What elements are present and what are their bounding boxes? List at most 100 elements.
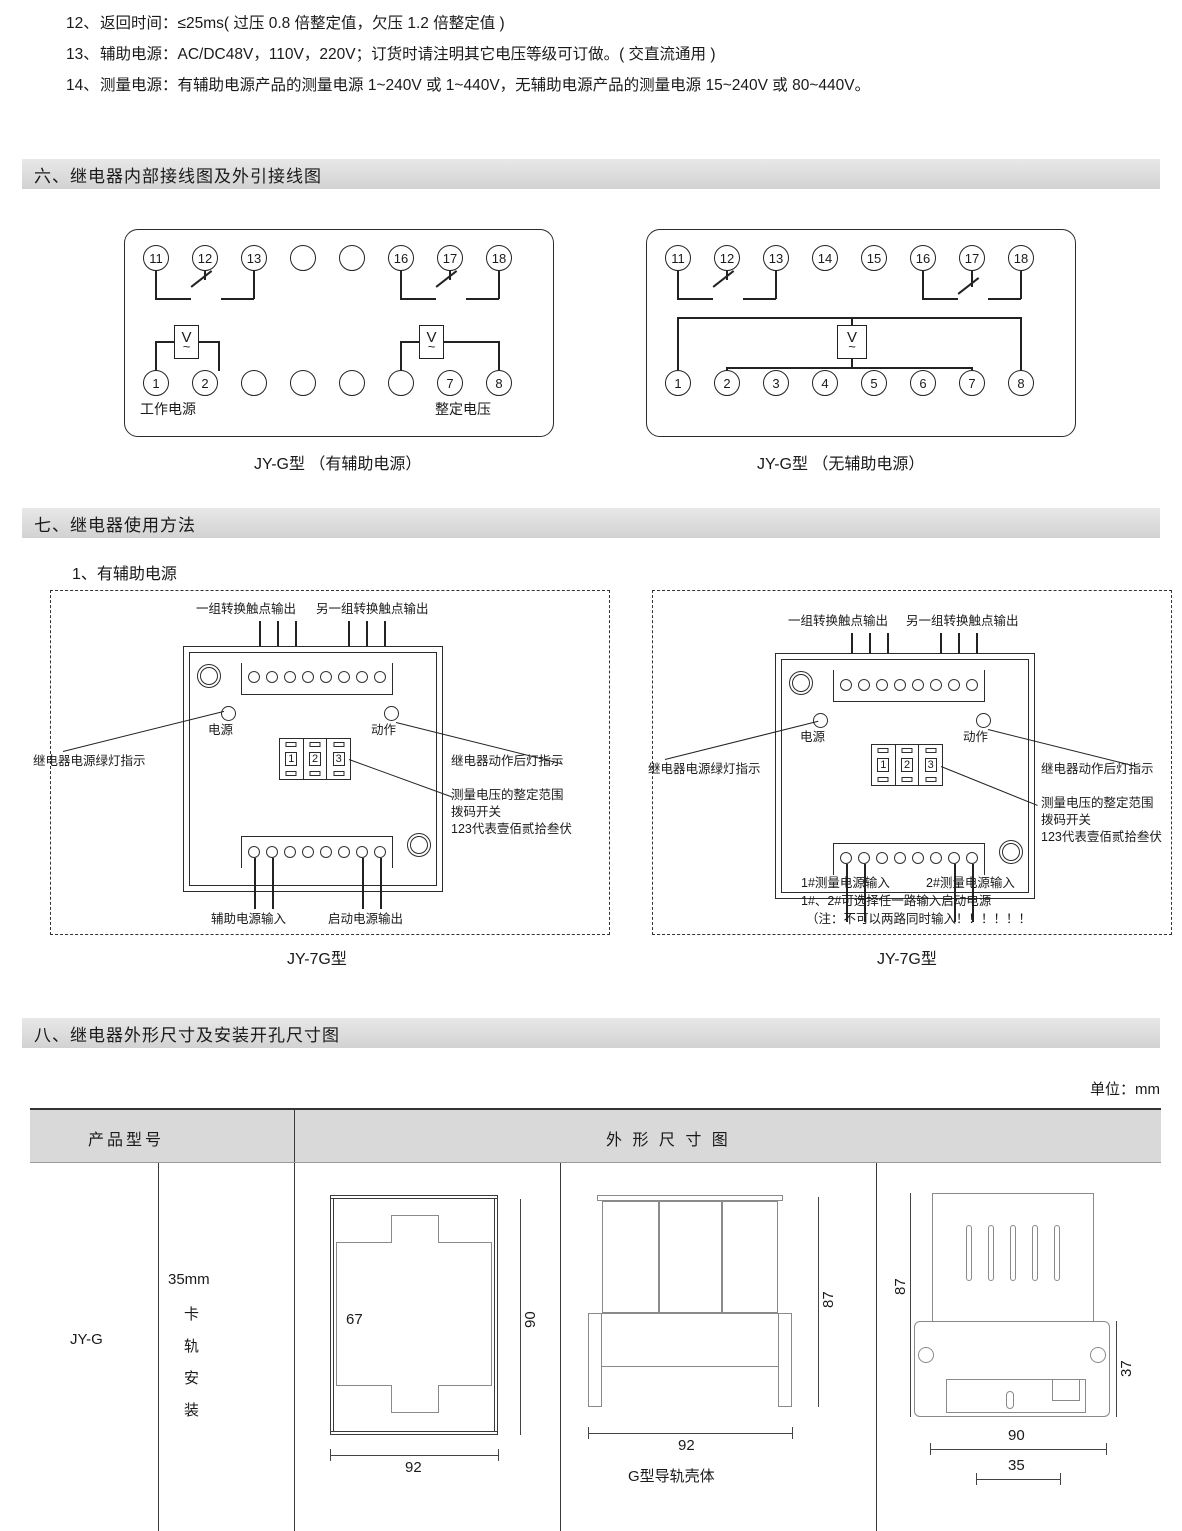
terminal-hole bbox=[930, 852, 942, 864]
usage-right-bottom-note-1: 1#、2#可选择任一路输入启动电源 bbox=[801, 894, 992, 908]
dip-nub-icon bbox=[877, 748, 889, 753]
spec-item: 14、 测量电源： 有辅助电源产品的测量电源 1~240V 或 1~440V，无… bbox=[66, 70, 1166, 101]
led-action-label: 动作 bbox=[371, 723, 397, 737]
dip-number: 1 bbox=[877, 758, 890, 772]
label-working-power: 工作电源 bbox=[140, 401, 196, 417]
dip-switch-position-1[interactable]: 1 bbox=[872, 745, 896, 785]
contact-wire bbox=[971, 271, 973, 287]
usage-left-note-left: 继电器电源绿灯指示 bbox=[33, 754, 146, 768]
terminal-hole bbox=[966, 852, 978, 864]
usage-right-note-dip-2: 拨码开关 bbox=[1041, 813, 1092, 827]
dip-switch-position-3[interactable]: 3 bbox=[919, 745, 942, 785]
terminal-blank-2 bbox=[339, 245, 365, 271]
usage-left-top-label-2: 另一组转换触点输出 bbox=[316, 602, 429, 616]
dip-switch[interactable]: 1 2 3 bbox=[279, 738, 351, 780]
dimension-table: 产品型号 外 形 尺 寸 图 JY-G 35mm 卡 轨 安 装 67 bbox=[30, 1108, 1161, 1531]
section-header-seven-label: 七、继电器使用方法 bbox=[34, 515, 196, 535]
contact-wire bbox=[155, 271, 157, 299]
dip-switch-position-3[interactable]: 3 bbox=[327, 739, 350, 779]
terminal-hole bbox=[948, 852, 960, 864]
dip-nub-icon bbox=[901, 748, 913, 753]
meter-wire bbox=[155, 341, 175, 343]
voltage-meter-symbol: V ~ bbox=[419, 325, 444, 359]
wiring-left-caption: JY-G型 （有辅助电源） bbox=[254, 456, 422, 473]
dim-height-90: 90 bbox=[522, 1311, 539, 1328]
contact-wire bbox=[449, 271, 451, 280]
contact-wire bbox=[677, 271, 679, 299]
terminal-hole bbox=[302, 671, 314, 683]
terminal-blank-6 bbox=[388, 370, 414, 396]
dim-inner-67: 67 bbox=[346, 1311, 363, 1328]
terminal-hole bbox=[356, 846, 368, 858]
led-power-label: 电源 bbox=[800, 730, 826, 744]
usage-left-top-label-1: 一组转换触点输出 bbox=[196, 602, 297, 616]
meter-ac-label: ~ bbox=[427, 339, 436, 354]
dip-nub-icon bbox=[333, 771, 345, 776]
dim-rail-width-92: 92 bbox=[678, 1437, 695, 1454]
lead-line bbox=[254, 858, 256, 909]
dip-switch-position-2[interactable]: 2 bbox=[896, 745, 920, 785]
terminal-7: 7 bbox=[437, 370, 463, 396]
terminal-hole bbox=[912, 679, 924, 691]
usage-left-caption: JY-7G型 bbox=[287, 951, 347, 968]
led-power-indicator bbox=[813, 713, 828, 728]
contact-wire bbox=[253, 271, 255, 299]
spec-label: 辅助电源： bbox=[100, 46, 178, 63]
terminal-hole bbox=[876, 852, 888, 864]
terminal-15: 15 bbox=[861, 245, 887, 271]
contact-wire bbox=[988, 298, 1021, 300]
terminal-blank-5 bbox=[339, 370, 365, 396]
dip-switch-position-2[interactable]: 2 bbox=[304, 739, 328, 779]
usage-left-note-dip-2: 拨码开关 bbox=[451, 805, 502, 819]
dip-switch[interactable]: 1 2 3 bbox=[871, 744, 943, 786]
wiring-diagram-left: 11 12 13 16 17 18 V ~ V ~ 1 2 7 8 工作电源 整… bbox=[124, 229, 554, 437]
mount-size: 35mm bbox=[168, 1271, 210, 1288]
terminal-strip-top bbox=[241, 663, 393, 695]
usage-left-bottom-label-1: 辅助电源输入 bbox=[211, 912, 287, 926]
terminal-12: 12 bbox=[192, 245, 218, 271]
lead-line bbox=[864, 864, 866, 922]
terminal-4: 4 bbox=[812, 370, 838, 396]
contact-wire bbox=[726, 271, 728, 280]
spec-number: 13、 bbox=[66, 46, 99, 63]
dim-width-92: 92 bbox=[405, 1459, 422, 1476]
col-header-drawing: 外 形 尺 寸 图 bbox=[606, 1132, 731, 1149]
dim-side-sub-37: 37 bbox=[1118, 1360, 1135, 1377]
wiring-diagram-right: 11 12 13 14 15 16 17 18 V ~ 1 2 3 4 5 6 … bbox=[646, 229, 1076, 437]
contact-wire bbox=[155, 298, 191, 300]
terminal-hole bbox=[840, 852, 852, 864]
terminal-hole bbox=[374, 671, 386, 683]
terminal-3: 3 bbox=[763, 370, 789, 396]
section-header-six: 六、继电器内部接线图及外引接线图 bbox=[22, 159, 1160, 189]
terminal-17: 17 bbox=[959, 245, 985, 271]
meter-bus-wire bbox=[851, 317, 853, 326]
usage-diagram-right: 一组转换触点输出 另一组转换触点输出 电源 动作 1 2 3 bbox=[648, 590, 1172, 935]
terminal-strip-bottom bbox=[833, 843, 985, 875]
terminal-hole bbox=[374, 846, 386, 858]
contact-wire bbox=[775, 271, 777, 299]
section-header-eight: 八、继电器外形尺寸及安装开孔尺寸图 bbox=[22, 1018, 1160, 1048]
contact-wire bbox=[400, 298, 436, 300]
terminal-hole bbox=[894, 852, 906, 864]
lead-line bbox=[972, 864, 974, 922]
dip-number: 1 bbox=[285, 752, 298, 766]
terminal-hole bbox=[320, 671, 332, 683]
terminal-hole bbox=[858, 679, 870, 691]
terminal-18: 18 bbox=[1008, 245, 1034, 271]
terminal-18: 18 bbox=[486, 245, 512, 271]
terminal-hole bbox=[876, 679, 888, 691]
mount-char-2: 轨 bbox=[184, 1338, 200, 1355]
usage-left-note-right: 继电器动作后灯指示 bbox=[451, 754, 564, 768]
terminal-11: 11 bbox=[665, 245, 691, 271]
lead-line bbox=[380, 858, 382, 909]
usage-right-top-label-1: 一组转换触点输出 bbox=[788, 614, 889, 628]
dip-switch-position-1[interactable]: 1 bbox=[280, 739, 304, 779]
usage-diagram-left: 一组转换触点输出 另一组转换触点输出 电源 动作 1 2 bbox=[33, 590, 610, 935]
spec-value: ≤25ms( 过压 0.8 倍整定值，欠压 1.2 倍整定值 ) bbox=[177, 15, 505, 32]
mounting-screw-icon bbox=[407, 833, 431, 857]
usage-left-note-dip-3: 123代表壹佰贰拾叁伏 bbox=[451, 822, 572, 836]
spec-item: 13、 辅助电源： AC/DC48V，110V，220V；订货时请注明其它电压等… bbox=[66, 39, 1166, 70]
terminal-hole bbox=[302, 846, 314, 858]
terminal-16: 16 bbox=[910, 245, 936, 271]
terminal-1: 1 bbox=[143, 370, 169, 396]
